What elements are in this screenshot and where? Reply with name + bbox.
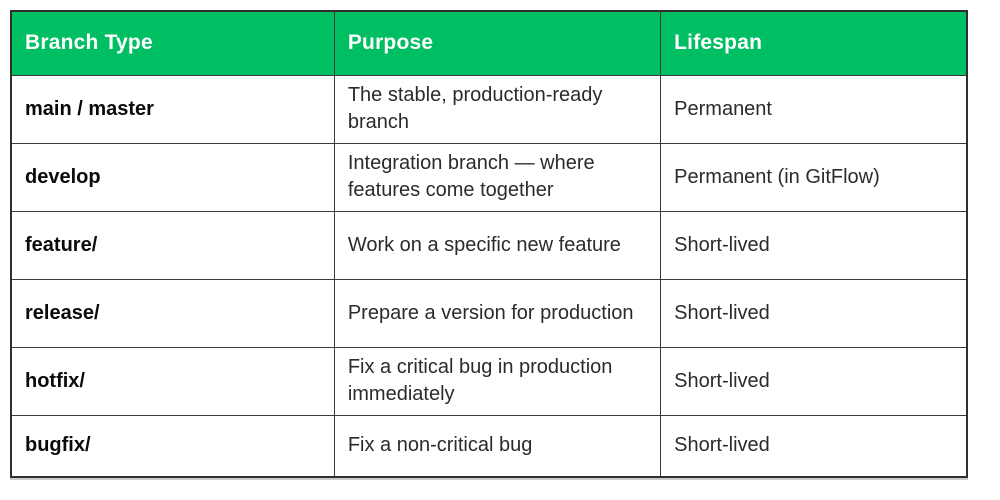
header-purpose: Purpose	[333, 10, 662, 76]
table-row: develop Integration branch — where featu…	[10, 142, 968, 212]
purpose-cell: Integration branch — where features come…	[333, 142, 662, 212]
lifespan-cell: Short-lived	[660, 346, 968, 416]
lifespan-cell: Permanent	[660, 74, 968, 144]
table-row: main / master The stable, production-rea…	[10, 74, 968, 144]
table-row: bugfix/ Fix a non-critical bug Short-liv…	[10, 414, 968, 478]
branch-name-cell: feature/	[10, 210, 335, 280]
lifespan-cell: Short-lived	[660, 278, 968, 348]
purpose-cell: Fix a critical bug in production immedia…	[333, 346, 662, 416]
table-row: release/ Prepare a version for productio…	[10, 278, 968, 348]
branch-name-cell: bugfix/	[10, 414, 335, 478]
purpose-cell: Prepare a version for production	[333, 278, 662, 348]
table-row: hotfix/ Fix a critical bug in production…	[10, 346, 968, 416]
lifespan-cell: Permanent (in GitFlow)	[660, 142, 968, 212]
lifespan-cell: Short-lived	[660, 414, 968, 478]
branch-name-cell: release/	[10, 278, 335, 348]
table-row: feature/ Work on a specific new feature …	[10, 210, 968, 280]
lifespan-cell: Short-lived	[660, 210, 968, 280]
header-branch-type: Branch Type	[10, 10, 335, 76]
table-body: main / master The stable, production-rea…	[10, 74, 968, 478]
purpose-cell: Work on a specific new feature	[333, 210, 662, 280]
table-header: Branch Type Purpose Lifespan	[10, 10, 968, 76]
purpose-cell: Fix a non-critical bug	[333, 414, 662, 478]
branch-types-table: Branch Type Purpose Lifespan main / mast…	[10, 10, 968, 478]
branch-name-cell: hotfix/	[10, 346, 335, 416]
header-lifespan: Lifespan	[660, 10, 968, 76]
branch-name-cell: develop	[10, 142, 335, 212]
purpose-cell: The stable, production-ready branch	[333, 74, 662, 144]
header-row: Branch Type Purpose Lifespan	[10, 10, 968, 76]
branch-name-cell: main / master	[10, 74, 335, 144]
